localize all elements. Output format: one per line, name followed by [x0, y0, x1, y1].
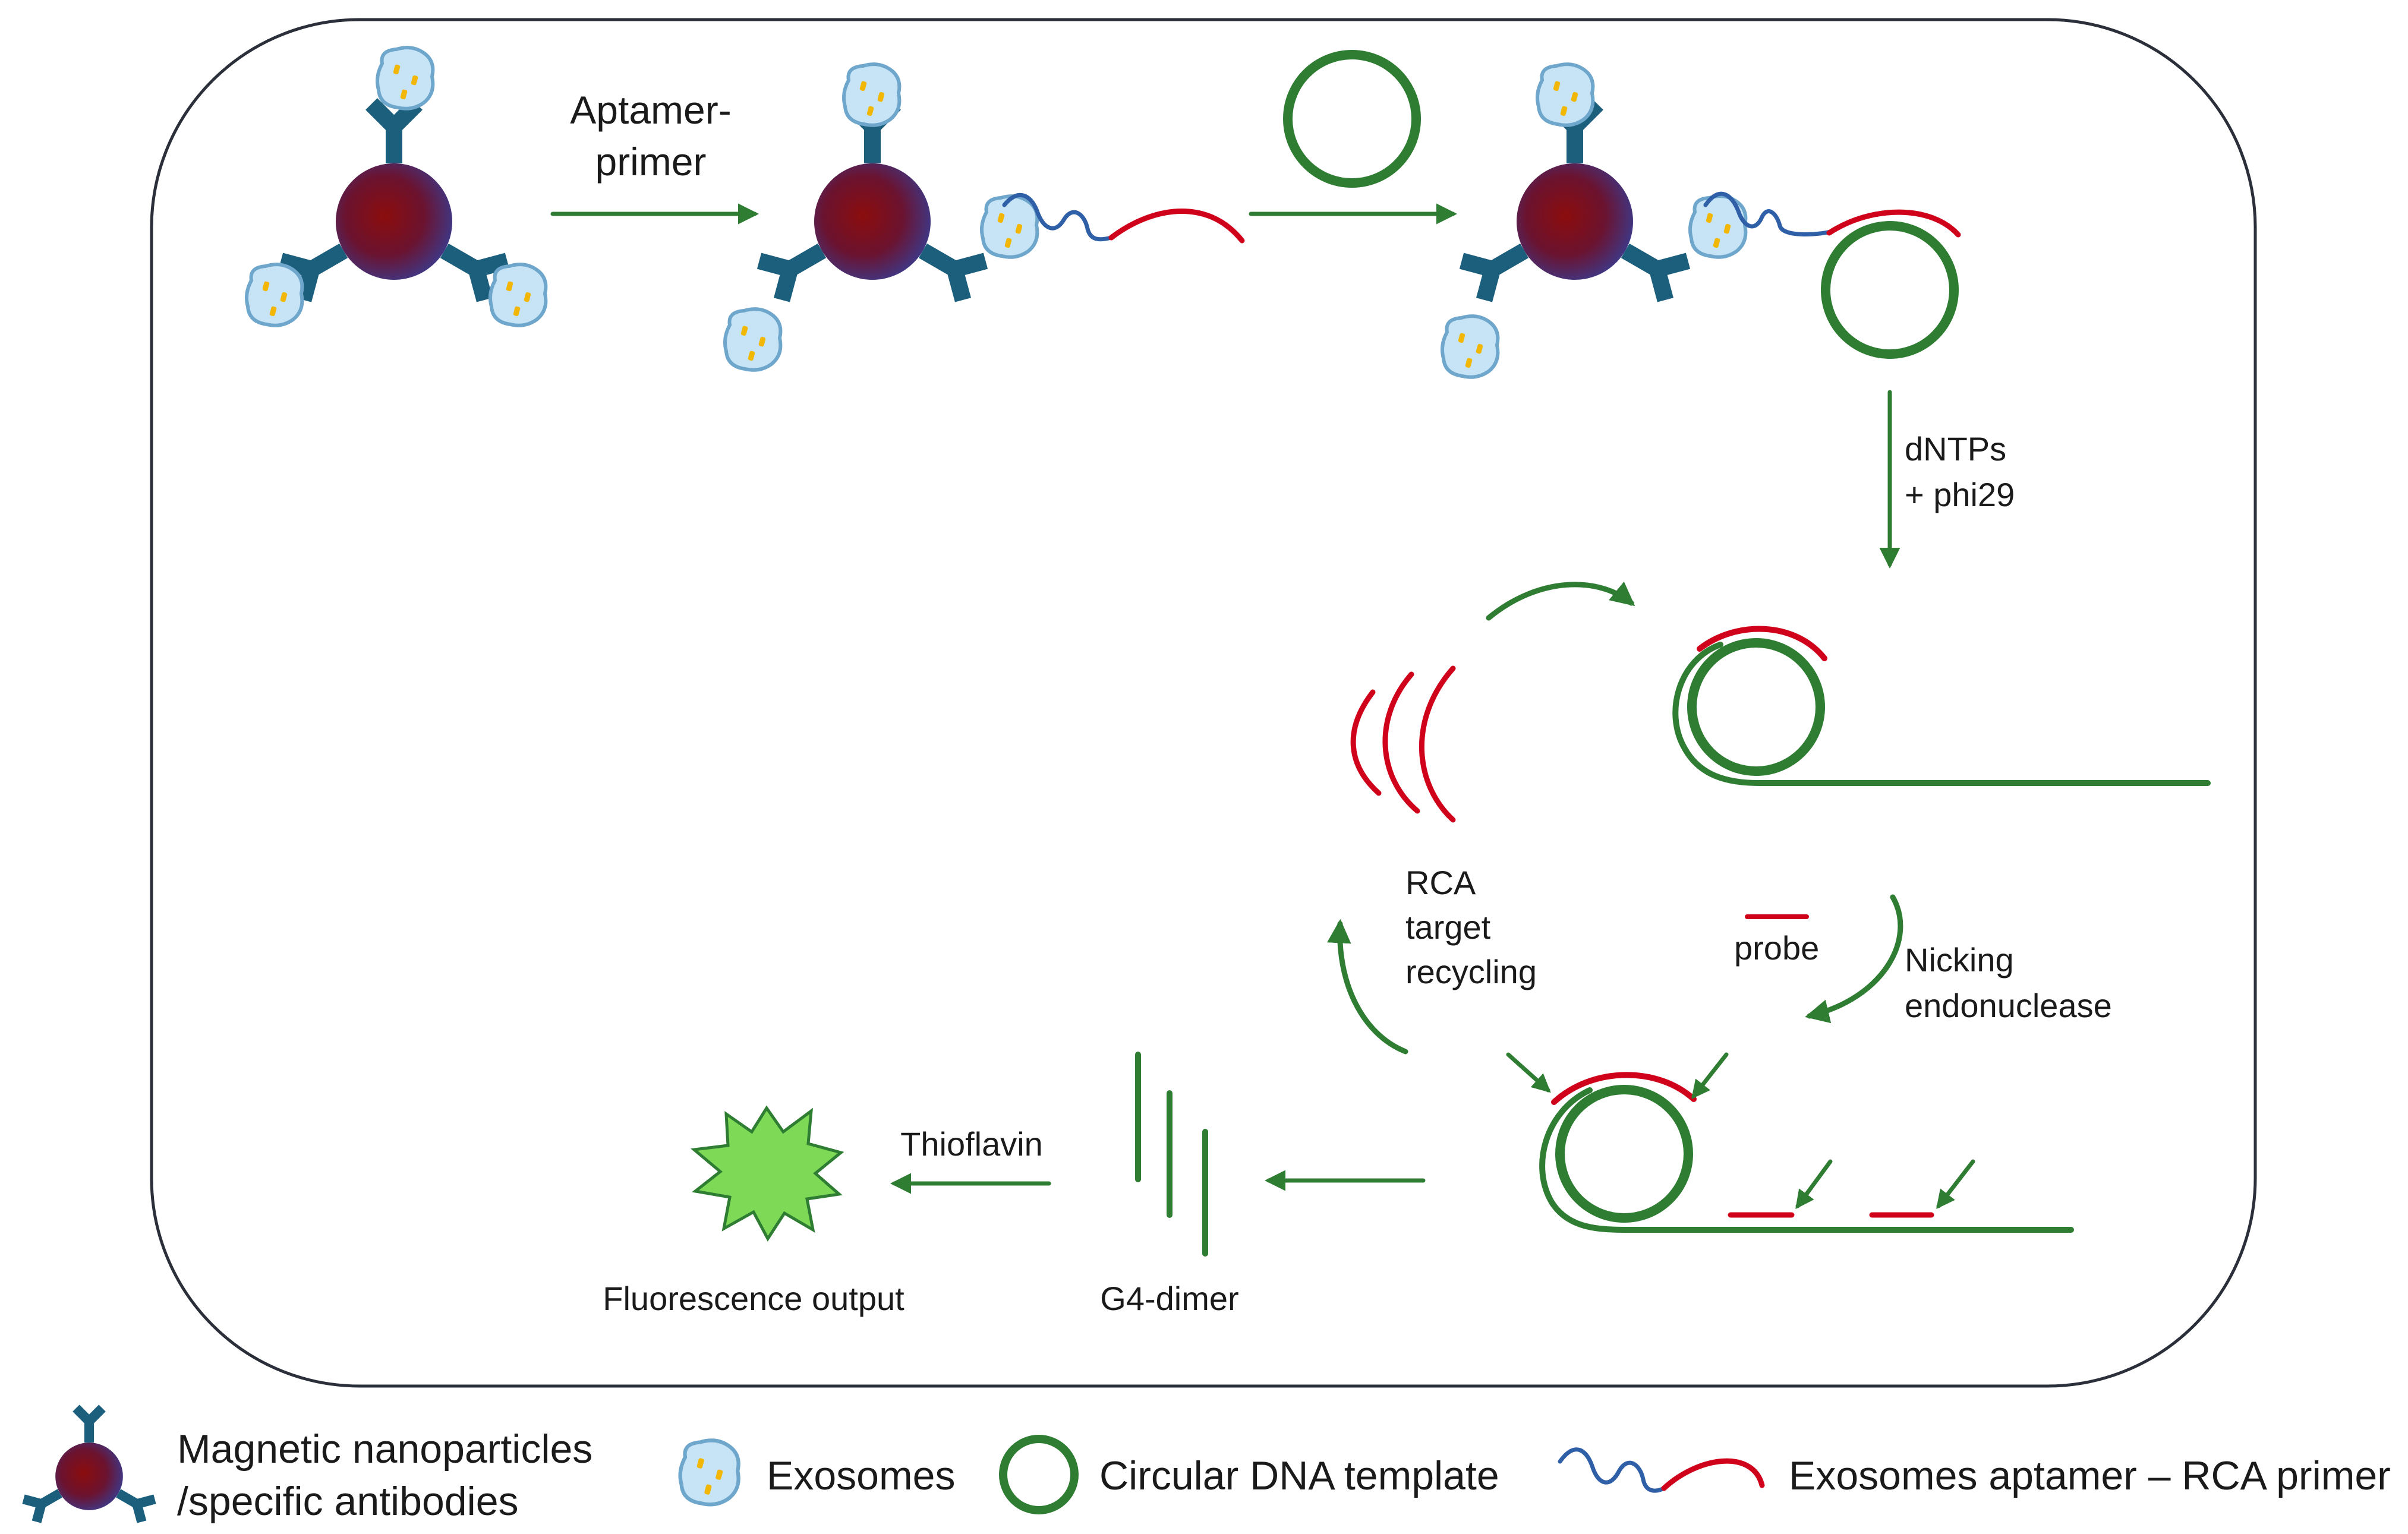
released-primers-icon: [1350, 665, 1456, 823]
stage2-aptamer-blue: [1002, 192, 1114, 242]
legend-circular-dna-icon: [999, 1435, 1079, 1514]
stage2-nanoparticle-icon: [725, 64, 1037, 370]
legend-exosomes: Exosomes: [767, 1453, 955, 1498]
legend-exosome-icon: [680, 1440, 739, 1504]
label-phi29: + phi29: [1905, 476, 2015, 513]
g4-dimer-icon: [1135, 1052, 1208, 1257]
legend-aptamer-rca: Exosomes aptamer – RCA primer: [1789, 1453, 2391, 1498]
label-thioflavin: Thioflavin: [900, 1125, 1043, 1163]
legend-nanoparticles-line2: /specific antibodies: [177, 1479, 519, 1524]
label-recycling: recycling: [1405, 953, 1537, 990]
legend-aptamer-primer-icon: [1558, 1447, 1765, 1493]
label-g4-dimer: G4-dimer: [1100, 1280, 1238, 1317]
rca-product-icon: [1672, 626, 2211, 786]
legend-nanoparticles-line1: Magnetic nanoparticles: [177, 1426, 592, 1472]
label-target: target: [1405, 908, 1491, 946]
diagram-frame: [150, 18, 2257, 1388]
label-dntps: dNTPs: [1905, 430, 2006, 468]
legend-nanoparticle-icon: [24, 1408, 155, 1522]
stage3-aptamer-blue: [1703, 191, 1833, 236]
legend-circular-dna: Circular DNA template: [1099, 1453, 1499, 1498]
label-aptamer-primer-1: Aptamer-: [570, 88, 731, 132]
stage2-primer-red: [1108, 208, 1245, 244]
label-nicking: Nicking: [1905, 941, 2014, 979]
arrow-nicking: [1805, 894, 1903, 1024]
nicking-product-icon: [1506, 1052, 2074, 1233]
label-fluorescence-output: Fluorescence output: [603, 1280, 904, 1317]
fluorescence-burst-icon: [690, 1105, 844, 1242]
stage3-primer-red: [1826, 209, 1961, 238]
label-probe: probe: [1734, 929, 1819, 967]
stage3-circular-dna-icon: [1821, 221, 1959, 359]
arrow-recycle-up: [1327, 918, 1408, 1055]
arrow-recycle-top: [1486, 581, 1635, 621]
label-aptamer-primer-2: primer: [595, 140, 706, 184]
label-rca: RCA: [1405, 864, 1476, 901]
stage1-nanoparticle-icon: [247, 48, 546, 326]
label-endonuclease: endonuclease: [1905, 987, 2112, 1024]
floating-circular-dna-icon: [1283, 50, 1421, 188]
stage3-nanoparticle-icon: [1442, 64, 1745, 377]
